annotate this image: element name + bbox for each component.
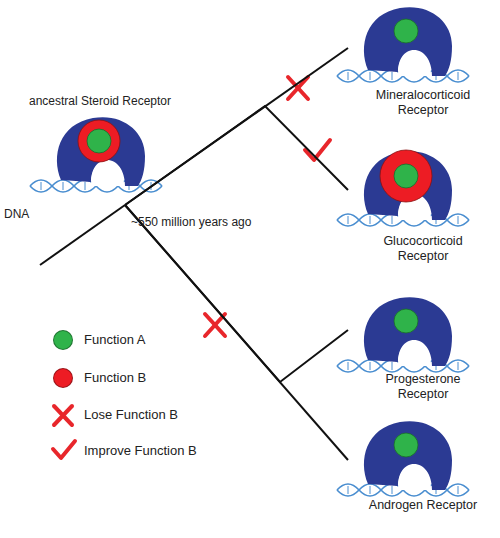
- receptor-node: ancestral Steroid Receptor: [25, 92, 175, 205]
- ancestral-receptor-illustration: [30, 117, 162, 192]
- annotation-label: DNA: [4, 207, 29, 221]
- legend-text: Function A: [84, 332, 145, 347]
- glucocorticoid-illustration: [337, 150, 469, 226]
- tree-branch: [125, 106, 348, 205]
- androgen-illustration: [337, 421, 469, 496]
- legend-text: Improve Function B: [84, 443, 197, 458]
- legend-lose-symbol: [54, 406, 72, 425]
- tree-root: [40, 205, 125, 265]
- receptor-label: Androgen Receptor: [368, 498, 478, 513]
- legend-improve-symbol: [53, 441, 75, 458]
- legend-text: Function B: [84, 370, 146, 385]
- receptor-node: Androgen Receptor: [348, 418, 498, 534]
- receptor-node: Mineralocorticoid Receptor: [348, 8, 498, 120]
- legend-swatch: [53, 368, 73, 388]
- receptor-label: Progesterone Receptor: [368, 372, 478, 402]
- receptor-node: Glucocorticoid Receptor: [348, 148, 498, 266]
- annotation-label: ~550 million years ago: [131, 215, 251, 229]
- tree-branch: [125, 48, 348, 205]
- mineralocorticoid-illustration: [337, 7, 469, 82]
- receptor-label: Mineralocorticoid Receptor: [363, 88, 483, 118]
- receptor-label: ancestral Steroid Receptor: [25, 94, 175, 109]
- receptor-node: Progesterone Receptor: [348, 298, 498, 408]
- legend-swatch: [53, 330, 73, 350]
- tree-branch: [125, 205, 348, 382]
- receptor-label: Glucocorticoid Receptor: [368, 234, 478, 264]
- legend-text: Lose Function B: [84, 407, 178, 422]
- progesterone-illustration: [337, 297, 469, 372]
